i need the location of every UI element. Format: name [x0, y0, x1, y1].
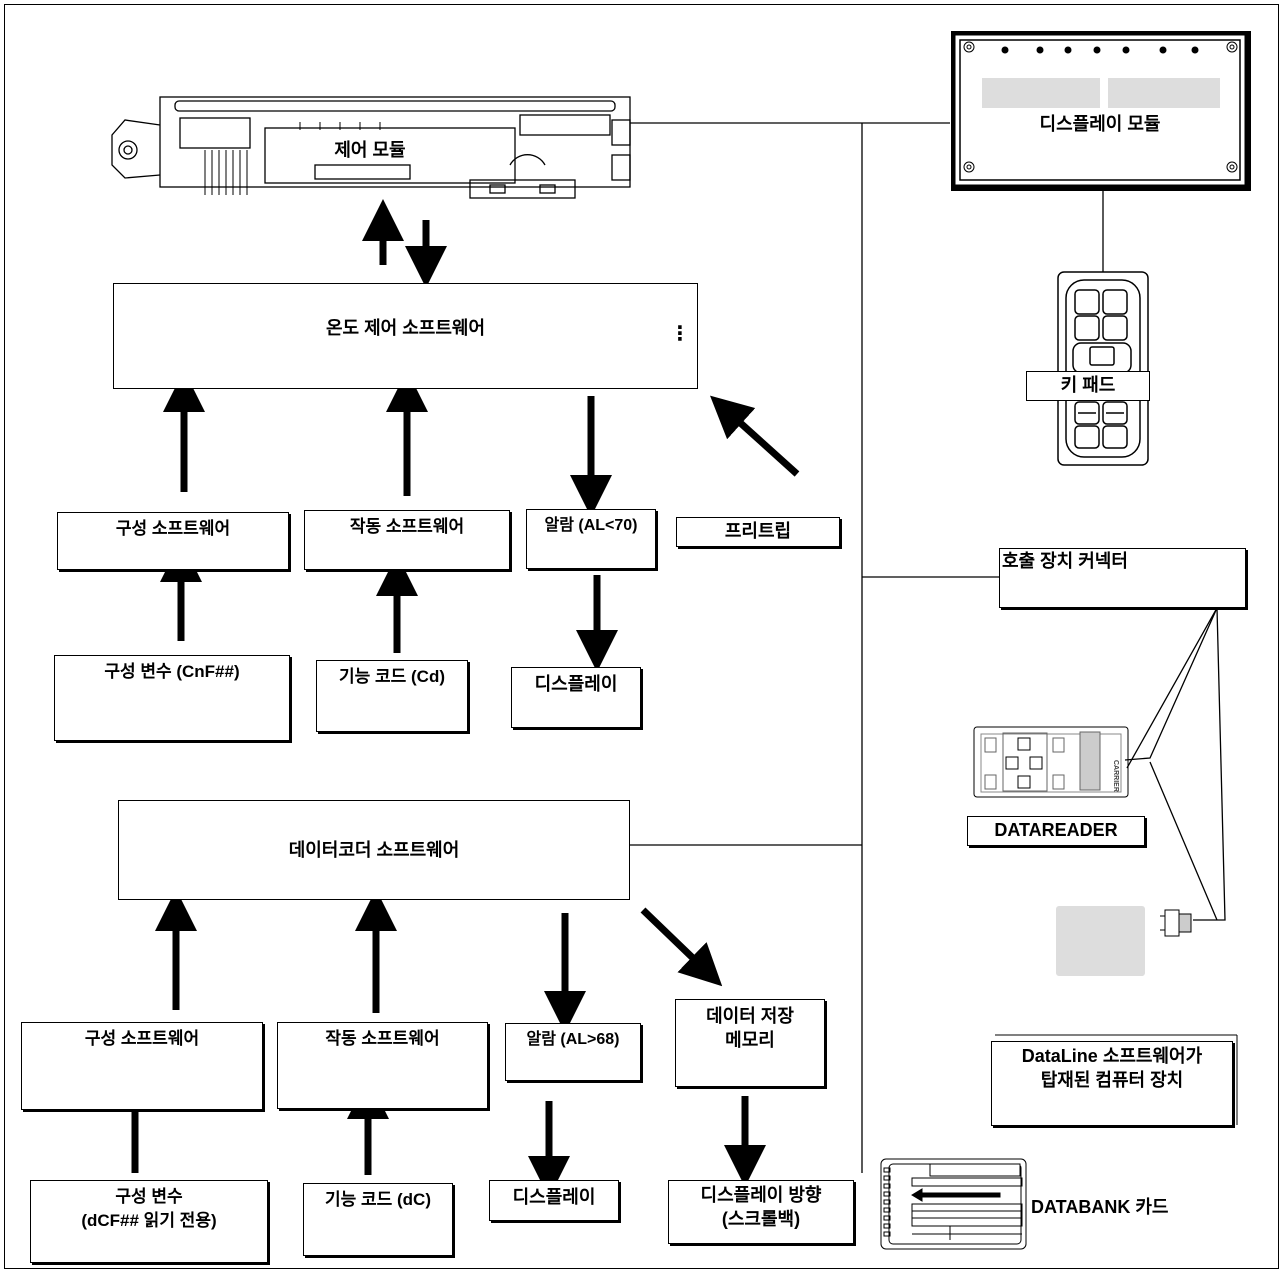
temp-config-variables-box: 구성 변수 (CnF##) — [54, 655, 290, 741]
display-module-illustration — [951, 31, 1251, 191]
computer-device-illustration — [1056, 906, 1192, 976]
keypad-label: 키 패드 — [1026, 371, 1150, 401]
control-module-illustration — [111, 96, 631, 199]
temp-alarms-box: 알람 (AL<70) — [526, 509, 656, 569]
temp-function-codes-box: 기능 코드 (Cd) — [316, 660, 468, 732]
arrow-datacorder-to-storage — [640, 907, 723, 987]
dataline-box-shadow — [995, 1034, 1238, 1125]
temp-config-software-box: 구성 소프트웨어 — [57, 512, 289, 570]
menu-glyph-icon: ⋮ — [670, 323, 690, 345]
dc-config-variables-box: 구성 변수 (dCF## 읽기 전용) — [30, 1180, 268, 1263]
temp-operational-software-box: 작동 소프트웨어 — [304, 510, 510, 570]
interrogator-connector-box: 호출 장치 커넥터 — [999, 548, 1246, 608]
temp-control-software-title: 온도 제어 소프트웨어 — [325, 318, 486, 338]
datacorder-software-box: 데이터코더 소프트웨어 — [118, 800, 630, 900]
dc-alarms-box: 알람 (AL>68) — [505, 1023, 641, 1081]
pretrip-box: 프리트립 — [676, 517, 840, 547]
databank-card-illustration — [880, 1158, 1027, 1250]
control-module-label: 제어 모듈 — [334, 140, 406, 160]
dc-config-software-box: 구성 소프트웨어 — [21, 1022, 263, 1110]
datareader-label: DATAREADER — [967, 816, 1145, 846]
dataline-computer-box: DataLine 소프트웨어가 탑재된 컴퓨터 장치 — [991, 1041, 1233, 1126]
dc-display-box: 디스플레이 — [489, 1180, 619, 1221]
keypad-illustration — [1057, 271, 1149, 466]
flow-arrows — [114, 199, 800, 1198]
temp-display-box: 디스플레이 — [511, 667, 641, 728]
datareader-brand-mark: CARRIER — [1112, 760, 1119, 792]
dc-operational-software-box: 작동 소프트웨어 — [277, 1022, 488, 1109]
temp-control-software-box: 온도 제어 소프트웨어 ⋮ — [113, 283, 698, 389]
arrow-pretrip-to-temp — [710, 395, 800, 477]
datacorder-software-title: 데이터코더 소프트웨어 — [288, 840, 460, 860]
datareader-illustration: CARRIER — [973, 726, 1129, 798]
databank-card-label: DATABANK 카드 — [1031, 1197, 1169, 1217]
dc-display-scrollback-box: 디스플레이 방향 (스크롤백) — [668, 1180, 854, 1244]
diagram-frame — [4, 4, 1279, 1269]
dc-function-codes-box: 기능 코드 (dC) — [303, 1183, 453, 1256]
dc-data-storage-box: 데이터 저장 메모리 — [675, 999, 825, 1087]
connection-lines — [630, 122, 1226, 1173]
display-module-label: 디스플레이 모듈 — [1005, 112, 1195, 136]
